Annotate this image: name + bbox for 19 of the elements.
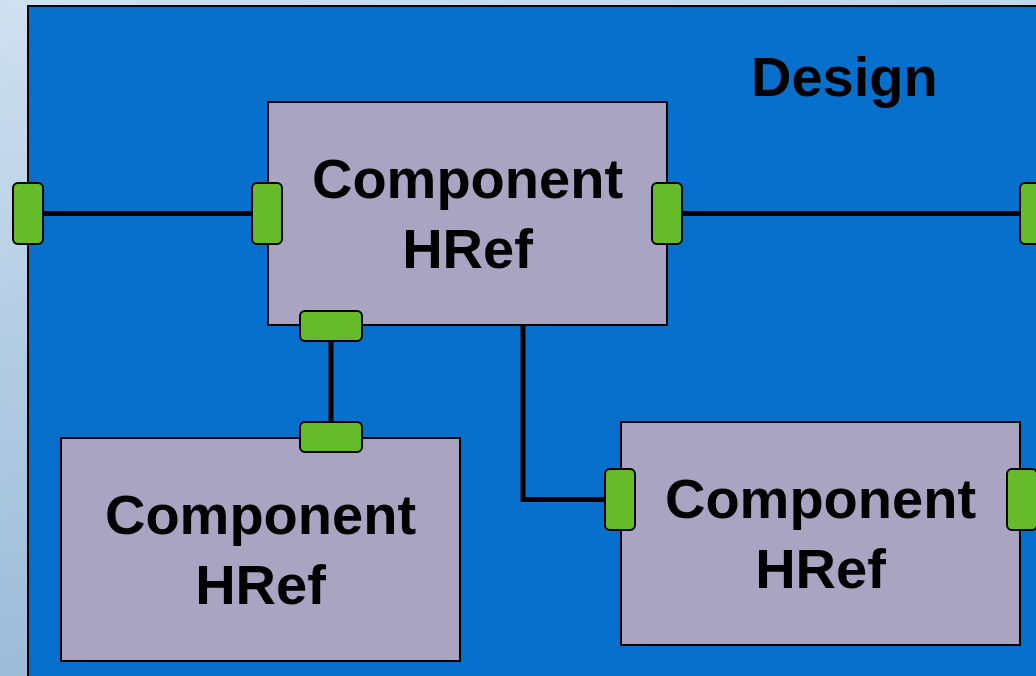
port-connector bbox=[651, 182, 683, 245]
design-heading: Design bbox=[751, 45, 938, 109]
component-label: Component HRef bbox=[103, 481, 418, 618]
connector-line bbox=[328, 342, 334, 421]
port-connector bbox=[299, 421, 363, 453]
component-box bbox=[60, 437, 461, 662]
connector-line bbox=[683, 211, 1019, 216]
connector-line bbox=[44, 211, 251, 216]
component-label: Component HRef bbox=[310, 145, 625, 282]
port-connector bbox=[299, 310, 363, 342]
component-box bbox=[620, 421, 1021, 646]
port-connector bbox=[1006, 468, 1036, 531]
component-box bbox=[267, 101, 668, 326]
connector-line bbox=[520, 326, 604, 502]
component-label: Component HRef bbox=[663, 465, 978, 602]
port-connector bbox=[12, 182, 44, 245]
port-connector bbox=[251, 182, 283, 245]
design-panel bbox=[27, 5, 1036, 676]
port-connector bbox=[604, 468, 636, 531]
